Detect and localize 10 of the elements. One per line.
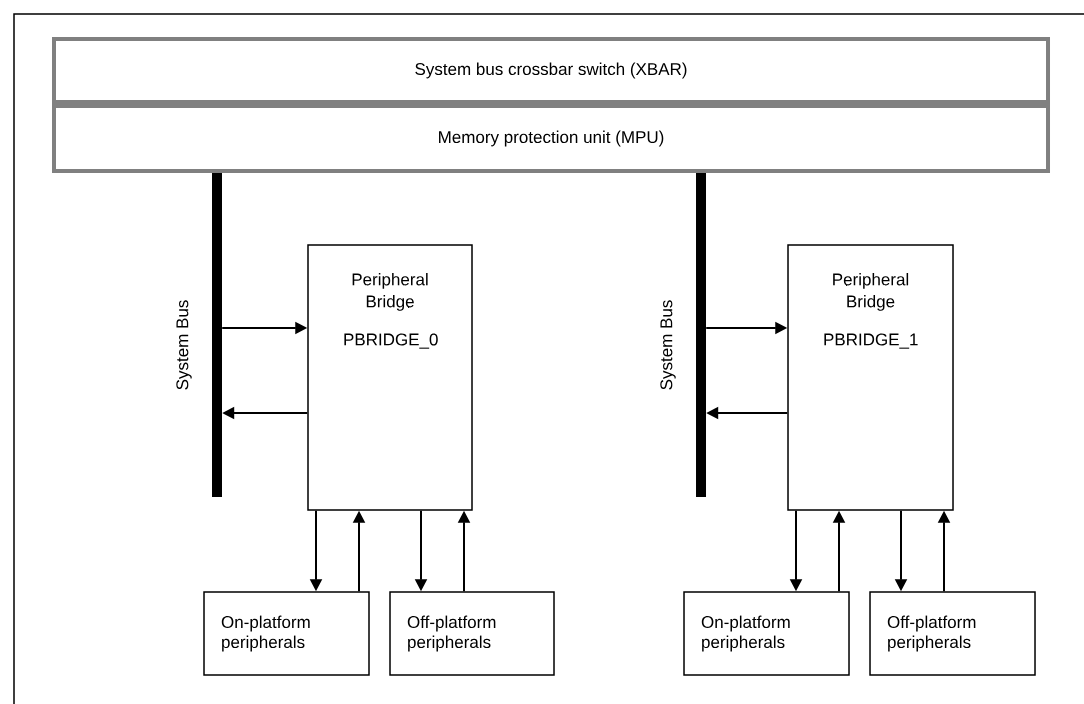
module-box: Memory protection unit (MPU)	[52, 104, 1050, 173]
bus-label: System Bus	[176, 300, 192, 390]
peripheral-box: On-platform peripherals	[203, 591, 370, 676]
module-box: System bus crossbar switch (XBAR)	[52, 37, 1050, 104]
peripheral-box: On-platform peripherals	[683, 591, 850, 676]
peripheral-box: Off-platform peripherals	[869, 591, 1036, 676]
bridge-box: Peripheral Bridge PBRIDGE_1	[787, 244, 954, 511]
bridge-box: Peripheral Bridge PBRIDGE_0	[307, 244, 473, 511]
bus-label: System Bus	[660, 300, 676, 390]
peripheral-box: Off-platform peripherals	[389, 591, 555, 676]
